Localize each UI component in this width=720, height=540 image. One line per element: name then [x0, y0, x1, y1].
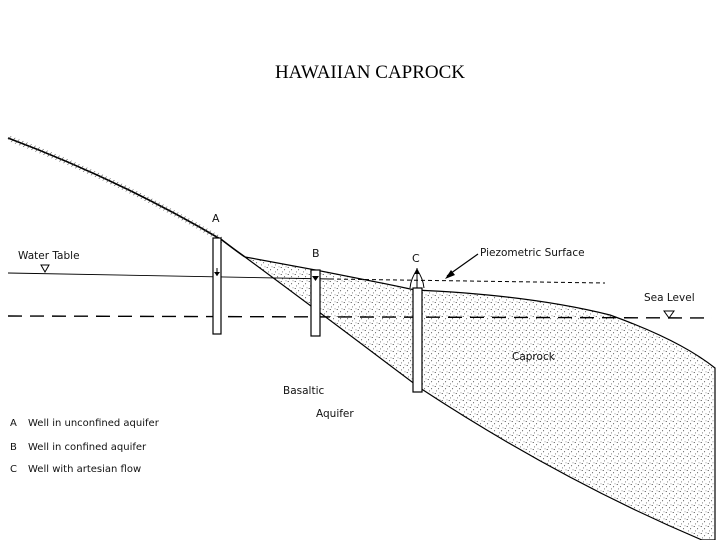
well-a: A — [212, 212, 222, 335]
caprock-body — [244, 256, 716, 540]
ground-surface — [7, 137, 246, 258]
page-title: HAWAIIAN CAPROCK — [274, 62, 466, 83]
piezometric-surface-line — [329, 278, 606, 284]
piezometric-arrowhead — [445, 270, 455, 279]
sea-level-marker — [663, 310, 675, 319]
legend-desc-b: Well in confined aquifer — [28, 442, 147, 453]
legend-desc-c: Well with artesian flow — [28, 464, 141, 475]
piezometric-surface-label: Piezometric Surface — [480, 247, 585, 259]
legend-desc-a: Well in unconfined aquifer — [28, 418, 160, 429]
well-a-label: A — [212, 212, 220, 225]
basaltic-label: Basaltic — [283, 385, 324, 397]
well-c-label: C — [412, 252, 420, 265]
aquifer-label: Aquifer — [316, 408, 354, 420]
well-b: B — [310, 247, 321, 337]
sea-level-line — [7, 315, 713, 319]
sea-level-label: Sea Level — [644, 292, 695, 304]
legend: A Well in unconfined aquifer B Well in c… — [10, 418, 160, 475]
water-table-label: Water Table — [18, 250, 80, 262]
legend-letter-c: C — [10, 464, 17, 475]
well-c: C — [409, 252, 425, 393]
caprock-label: Caprock — [512, 351, 556, 363]
legend-letter-a: A — [10, 418, 17, 429]
water-table-line — [7, 272, 331, 280]
water-table-marker — [40, 264, 50, 274]
legend-letter-b: B — [10, 442, 17, 453]
well-b-label: B — [312, 247, 320, 260]
ground-surface-hatch — [8, 135, 222, 243]
